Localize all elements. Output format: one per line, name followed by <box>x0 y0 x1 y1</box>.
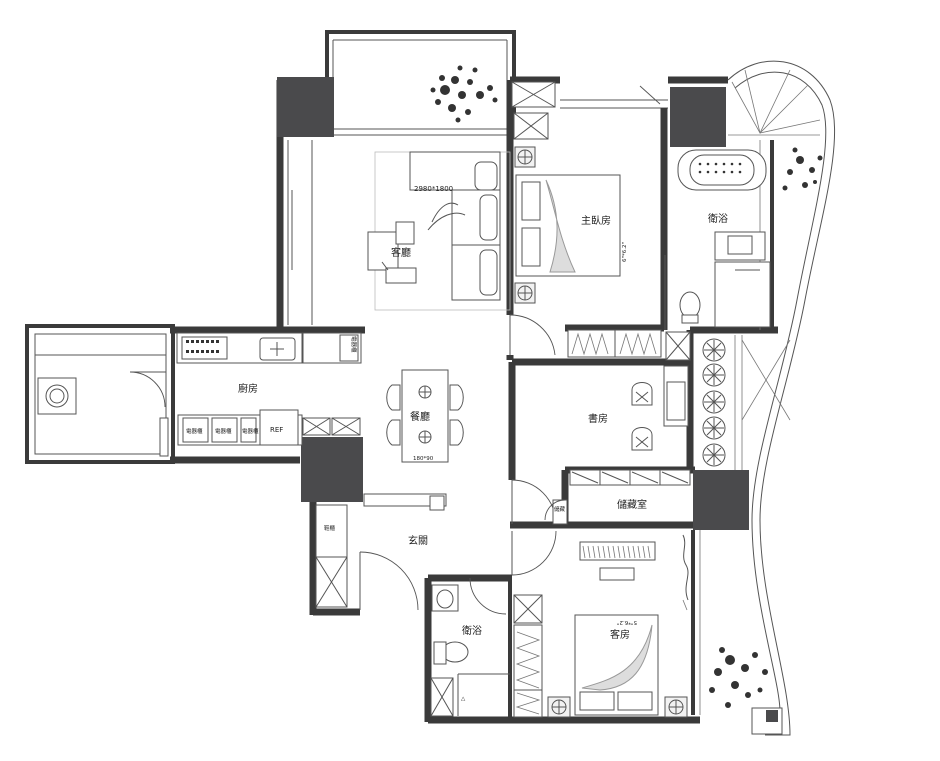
guest-bath: 衛浴 △ <box>431 577 510 716</box>
storage-label: 儲藏室 <box>617 498 647 511</box>
master-bath-label: 衛浴 <box>708 212 728 225</box>
toilet <box>679 291 701 319</box>
guest-room: 客房 5"*6.2" <box>513 534 689 718</box>
side-cabinet-label: 電器櫃 <box>350 336 358 353</box>
entrance-label: 玄關 <box>408 534 428 547</box>
storage: 儲藏室 儲藏 <box>544 498 647 525</box>
master-bedroom: 主臥房 6"*6.2" <box>514 146 662 358</box>
tree-terrace-bottom <box>709 647 768 708</box>
svg-text:△: △ <box>461 696 466 702</box>
master-bedroom-label: 主臥房 <box>581 214 611 227</box>
planters <box>702 338 726 467</box>
kitchen: 電器櫃 廚房 電器櫃 電器櫃 電器櫃 REF <box>37 332 362 457</box>
dining: 餐廳 180*90 <box>386 369 464 463</box>
fridge-label: REF <box>270 426 283 434</box>
study-label: 書房 <box>588 412 608 425</box>
living-room-label: 客廳 <box>391 246 411 259</box>
guest-room-label: 客房 <box>610 628 630 641</box>
guest-bed-dimension: 5"*6.2" <box>617 619 637 625</box>
shafts <box>302 81 691 717</box>
tree-top <box>430 65 498 123</box>
dining-table-dimension: 180*90 <box>413 456 434 462</box>
exterior-walls <box>25 30 836 736</box>
kitchen-tall-3-label: 電器櫃 <box>242 427 259 435</box>
storage-small-label: 儲藏 <box>554 505 566 513</box>
guest-bath-label: 衛浴 <box>462 624 482 637</box>
entrance: 鞋櫃 玄關 <box>315 493 447 611</box>
master-bed-dimension: 6"*6.2" <box>622 242 628 262</box>
kitchen-label: 廚房 <box>238 382 258 395</box>
tree-terrace-top <box>782 147 823 191</box>
shoe-cabinet-label: 鞋櫃 <box>324 524 336 532</box>
kitchen-tall-2-label: 電器櫃 <box>215 427 232 435</box>
terrace-fan <box>731 69 821 134</box>
columns <box>277 77 749 530</box>
living-room: 2980*1800 客廳 <box>291 151 511 311</box>
shoe-cabinet <box>315 504 348 558</box>
dining-label: 餐廳 <box>410 410 430 423</box>
master-bath: 衛浴 <box>664 149 771 330</box>
dining-table <box>401 369 449 463</box>
kitchen-tall-1-label: 電器櫃 <box>186 427 203 435</box>
sofa-dimension: 2980*1800 <box>414 185 453 193</box>
study: 書房 <box>569 365 691 486</box>
